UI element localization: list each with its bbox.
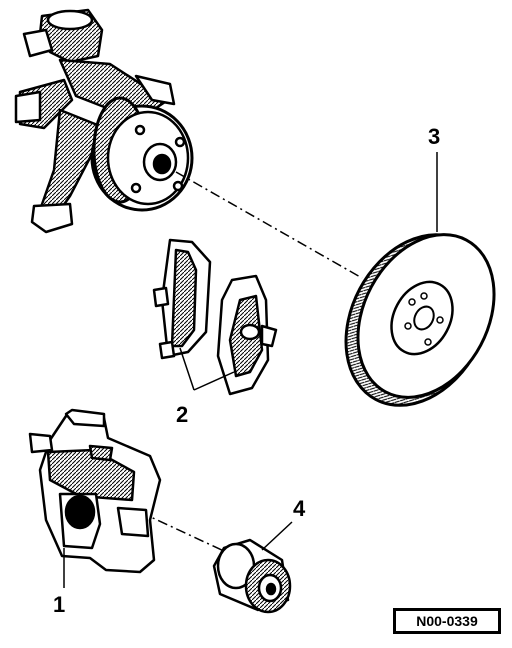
leader-line-pads-left [179,347,195,391]
leader-line-guide-bolt [261,521,293,551]
alignment-axis-hub-disc [175,171,363,279]
brake-pads [152,238,278,396]
callout-caliper: 1 [53,592,66,617]
guide-bolt-bushing [212,538,292,614]
reference-code-label: N00-0339 [393,608,501,634]
callout-pads: 2 [176,402,189,427]
callout-guide-bolt: 4 [293,496,306,521]
steering-knuckle-hub [14,8,194,234]
leader-line-pads-right [193,371,235,391]
brake-caliper [28,408,162,574]
alignment-axis-caliper-bolt [139,511,227,553]
callout-disc: 3 [428,124,441,149]
brake-disc [344,233,496,407]
